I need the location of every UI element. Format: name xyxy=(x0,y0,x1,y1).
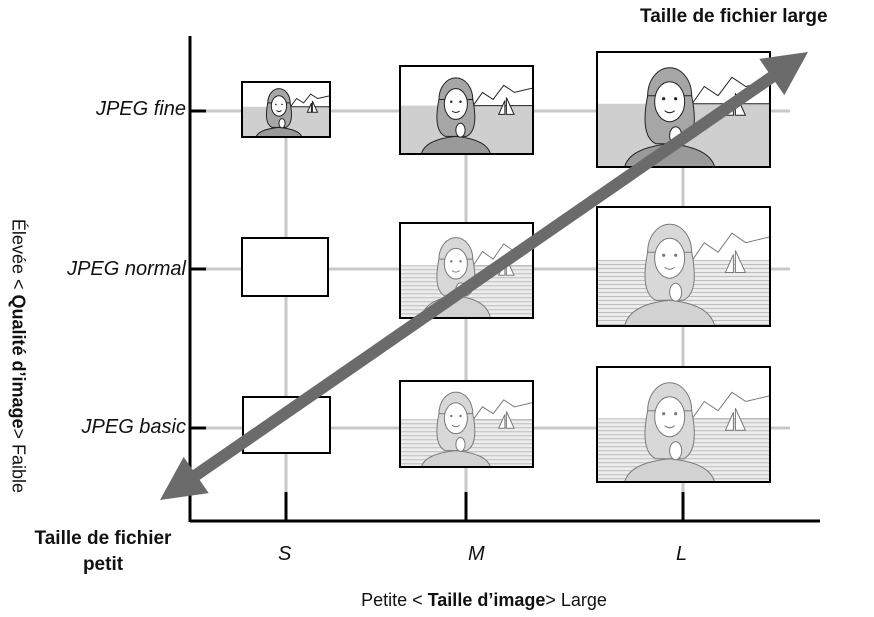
axis-ticks xyxy=(190,109,685,521)
arrow-shape xyxy=(160,52,808,500)
eye xyxy=(281,103,283,106)
cell-frame xyxy=(241,237,329,297)
cell-bg xyxy=(242,238,328,296)
eye xyxy=(662,412,666,416)
cell-picture xyxy=(400,77,533,154)
eye xyxy=(662,97,666,101)
eye xyxy=(450,414,453,418)
hand xyxy=(278,118,286,129)
x-axis-suffix: > Large xyxy=(545,590,607,610)
mountains xyxy=(472,84,533,107)
row-label-fine: JPEG fine xyxy=(95,98,186,120)
eye xyxy=(450,260,453,263)
hand xyxy=(669,441,683,461)
eye xyxy=(459,100,462,103)
cell-4 xyxy=(399,222,534,319)
cell-2 xyxy=(596,51,771,168)
cell-picture xyxy=(400,391,533,467)
col-label-l: L xyxy=(676,543,688,565)
cell-picture xyxy=(242,88,330,137)
y-axis-prefix: Élevée < xyxy=(8,218,29,295)
cell-7 xyxy=(399,380,534,468)
body xyxy=(624,458,716,482)
x-axis-prefix: Petite < xyxy=(361,590,428,610)
col-label-s: S xyxy=(278,543,292,565)
mouth xyxy=(276,110,282,113)
sailboat xyxy=(724,250,747,273)
cell-picture xyxy=(597,223,770,326)
mountains xyxy=(691,232,770,262)
sailboat xyxy=(497,411,515,429)
face xyxy=(270,95,288,117)
hand xyxy=(669,282,683,302)
cell-1 xyxy=(399,65,534,155)
cell-frame xyxy=(399,222,534,319)
body xyxy=(255,126,303,137)
cell-picture xyxy=(597,382,770,482)
mountains xyxy=(289,93,330,108)
eye xyxy=(674,412,678,416)
face xyxy=(443,88,468,120)
eye xyxy=(275,103,277,106)
body xyxy=(420,450,491,467)
hand xyxy=(455,122,466,138)
sailboat xyxy=(724,408,747,431)
cell-0 xyxy=(241,81,331,138)
sailboat xyxy=(497,97,515,115)
label-file-size-large: Taille de fichier large xyxy=(640,6,828,27)
mountains xyxy=(691,391,770,420)
eye xyxy=(662,253,666,257)
face xyxy=(654,396,686,438)
cell-5 xyxy=(596,206,771,327)
mountains xyxy=(472,399,533,421)
mountains xyxy=(472,243,533,267)
face xyxy=(443,402,468,435)
cell-frame xyxy=(596,51,771,168)
cell-frame xyxy=(242,396,331,454)
mouth xyxy=(664,425,675,429)
cell-frame xyxy=(399,380,534,468)
face xyxy=(654,237,686,279)
cell-frame xyxy=(596,366,771,483)
eye xyxy=(674,253,678,257)
y-axis-title: Élevée < Qualité d’image> Faible xyxy=(8,219,29,493)
mouth xyxy=(451,270,461,273)
cell-frame xyxy=(596,206,771,327)
mountains xyxy=(691,76,770,105)
mouth xyxy=(664,110,675,114)
row-label-normal: JPEG normal xyxy=(67,258,186,280)
hand xyxy=(455,437,466,452)
face xyxy=(443,247,468,280)
label-file-size-small-2: petit xyxy=(82,554,124,575)
y-axis-suffix: > Faible xyxy=(8,428,29,494)
y-axis-bold: Qualité d’image xyxy=(8,294,29,429)
x-axis-bold: Taille d’image xyxy=(427,590,546,610)
eye xyxy=(459,414,462,418)
col-label-m: M xyxy=(468,543,485,565)
sailboat xyxy=(306,100,319,113)
body xyxy=(420,135,491,154)
row-label-basic: JPEG basic xyxy=(81,416,186,438)
eye xyxy=(674,97,678,101)
cell-frame xyxy=(241,81,331,138)
cell-8 xyxy=(596,366,771,483)
image-cells xyxy=(241,51,771,483)
body xyxy=(624,299,716,326)
cell-frame xyxy=(399,65,534,155)
cell-3 xyxy=(241,237,329,297)
x-axis-title: Petite < Taille d’image> Large xyxy=(361,590,607,611)
label-file-size-small-1: Taille de fichier xyxy=(34,528,172,549)
file-size-arrow xyxy=(160,52,808,500)
mouth xyxy=(664,266,675,270)
eye xyxy=(450,100,453,103)
face xyxy=(654,81,686,123)
mouth xyxy=(451,424,461,428)
eye xyxy=(459,260,462,263)
mouth xyxy=(451,110,461,114)
